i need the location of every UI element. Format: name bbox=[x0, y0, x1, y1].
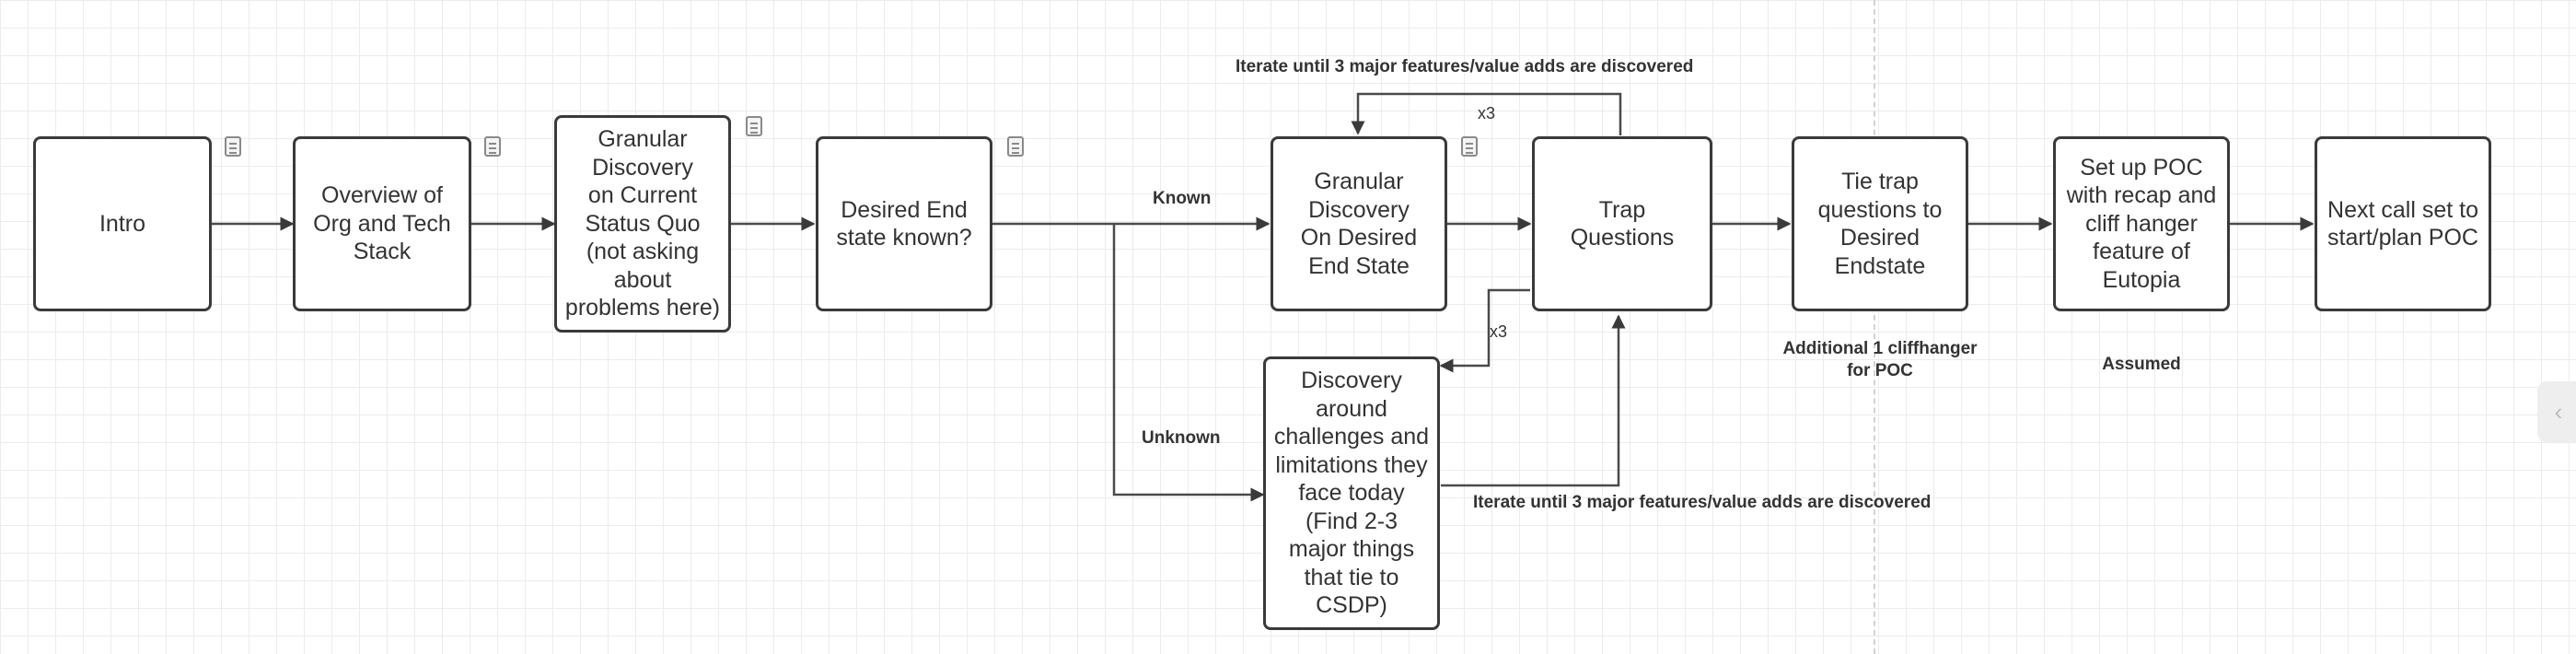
chevron-left-icon: ‹ bbox=[2554, 397, 2563, 426]
node-tie-trap-line-2: questions to bbox=[1817, 196, 1943, 223]
label-known: Known bbox=[1153, 189, 1212, 208]
node-discovery-line-2: around bbox=[1316, 395, 1387, 422]
note-icon[interactable] bbox=[225, 136, 241, 157]
node-granular-current-line-7: problems here) bbox=[564, 295, 721, 321]
label-iterate-top: Iterate until 3 major features/value add… bbox=[1236, 57, 1694, 76]
node-granular-current-line-3: on Current bbox=[587, 182, 698, 209]
node-granular-current[interactable]: Granular Discovery on Current Status Quo… bbox=[554, 115, 731, 333]
node-setup-poc-line-4: feature of bbox=[2093, 239, 2190, 265]
node-setup-poc-line-1: Set up POC bbox=[2080, 154, 2203, 181]
node-granular-desired-line-3: On Desired bbox=[1300, 225, 1418, 251]
node-tie-trap-line-4: Endstate bbox=[1834, 252, 1926, 279]
note-icon[interactable] bbox=[1007, 136, 1024, 157]
dashed-guide-line bbox=[1874, 0, 1875, 654]
node-desired-end-line-2: state known? bbox=[836, 225, 972, 251]
node-granular-current-line-5: (not asking bbox=[586, 239, 700, 265]
node-trap-line-2: Questions bbox=[1570, 225, 1675, 251]
node-next-call-line-1: Next call set to bbox=[2327, 196, 2478, 223]
node-discovery-line-9: CSDP) bbox=[1316, 592, 1387, 619]
node-discovery-line-4: limitations they bbox=[1275, 451, 1428, 478]
node-trap-questions[interactable]: Trap Questions bbox=[1532, 136, 1712, 311]
node-overview-line-2: Org and Tech bbox=[313, 210, 451, 237]
node-intro-text: Intro bbox=[99, 210, 146, 237]
note-icon[interactable] bbox=[746, 116, 762, 136]
node-desired-end-line-1: Desired End bbox=[841, 196, 968, 223]
note-icon[interactable] bbox=[484, 136, 501, 157]
node-setup-poc[interactable]: Set up POC with recap and cliff hanger f… bbox=[2053, 136, 2230, 311]
node-setup-poc-line-3: cliff hanger bbox=[2085, 210, 2198, 237]
node-discovery-line-6: (Find 2-3 bbox=[1305, 508, 1398, 534]
side-panel-toggle[interactable]: ‹ bbox=[2537, 381, 2576, 442]
node-discovery-line-7: major things bbox=[1288, 536, 1415, 563]
node-tie-trap[interactable]: Tie trap questions to Desired Endstate bbox=[1792, 136, 1968, 311]
node-granular-desired-line-1: Granular bbox=[1314, 169, 1404, 194]
node-granular-desired-line-4: End State bbox=[1308, 252, 1410, 279]
label-additional-cliffhanger: Additional 1 cliffhanger for POC bbox=[1782, 339, 1978, 380]
node-granular-desired-line-2: Discovery bbox=[1308, 196, 1410, 223]
arrow-unknown-branch bbox=[1112, 224, 1265, 502]
node-granular-current-line-6: about bbox=[613, 266, 672, 293]
node-overview[interactable]: Overview of Org and Tech Stack bbox=[293, 136, 471, 311]
arrow-trap-to-discovery bbox=[1439, 288, 1530, 373]
node-discovery-line-3: challenges and bbox=[1273, 424, 1430, 450]
label-x3-top: x3 bbox=[1478, 104, 1496, 123]
label-iterate-bottom: Iterate until 3 major features/value add… bbox=[1473, 493, 1932, 512]
note-icon[interactable] bbox=[1461, 136, 1478, 157]
node-discovery-line-8: that tie to bbox=[1304, 564, 1399, 590]
node-next-call[interactable]: Next call set to start/plan POC bbox=[2315, 136, 2491, 311]
node-overview-line-3: Stack bbox=[353, 239, 412, 265]
node-tie-trap-line-3: Desired bbox=[1839, 225, 1920, 251]
node-trap-line-1: Trap bbox=[1598, 196, 1646, 223]
label-assumed: Assumed bbox=[2102, 355, 2181, 374]
node-granular-desired[interactable]: Granular Discovery On Desired End State bbox=[1271, 136, 1447, 311]
arrow-trap-loop-top bbox=[1351, 92, 1622, 135]
node-next-call-line-2: start/plan POC bbox=[2327, 225, 2478, 251]
node-setup-poc-line-2: with recap and bbox=[2066, 182, 2217, 209]
node-granular-current-line-4: Status Quo bbox=[585, 210, 701, 237]
node-discovery-line-5: face today bbox=[1298, 480, 1405, 507]
node-granular-current-line-1: Granular bbox=[598, 126, 688, 153]
node-desired-end-state[interactable]: Desired End state known? bbox=[816, 136, 992, 311]
label-unknown: Unknown bbox=[1142, 428, 1221, 448]
label-x3-mid: x3 bbox=[1490, 322, 1508, 341]
node-tie-trap-line-1: Tie trap bbox=[1841, 169, 1919, 194]
node-discovery-challenges[interactable]: Discovery around challenges and limitati… bbox=[1263, 356, 1440, 630]
node-granular-current-line-2: Discovery bbox=[592, 154, 693, 181]
node-overview-line-1: Overview of bbox=[321, 182, 443, 209]
node-intro[interactable]: Intro bbox=[33, 136, 212, 311]
node-setup-poc-line-5: Eutopia bbox=[2102, 266, 2181, 293]
arrow-discovery-to-trap bbox=[1441, 314, 1626, 487]
node-discovery-line-1: Discovery bbox=[1301, 368, 1402, 394]
